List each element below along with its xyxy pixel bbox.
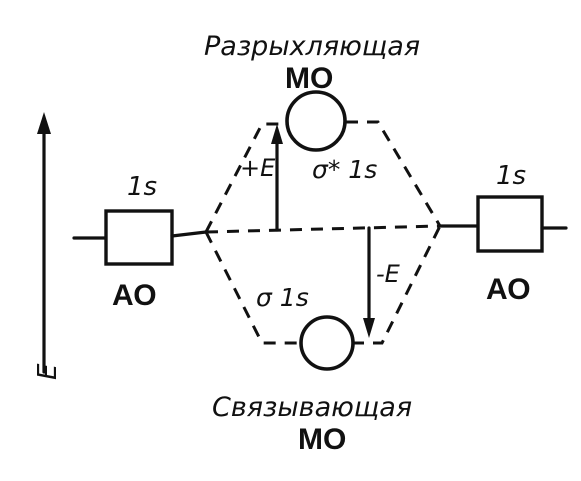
- bonding-mo-label: σ 1s: [256, 283, 309, 312]
- right-ao-orbital-label: 1s: [496, 161, 526, 191]
- ao-level-line: [205, 224, 441, 234]
- bonding-mo: σ 1s Связывающая МО: [212, 283, 412, 456]
- bonding-to-right-line: [352, 225, 442, 345]
- antibonding-to-right-line: [346, 120, 442, 227]
- bonding-mo-caption: Связывающая: [212, 392, 412, 423]
- energy-up-arrowhead: [271, 124, 283, 144]
- energy-axis: E: [33, 112, 63, 380]
- right-atomic-orbital: 1s АО: [438, 161, 568, 306]
- energy-down-label: -E: [376, 260, 401, 288]
- energy-up-label: +E: [240, 154, 276, 182]
- antibonding-mo-label: σ* 1s: [312, 155, 377, 184]
- antibonding-mo-caption: Разрыхляющая: [204, 31, 420, 62]
- left-ao-connector: [170, 230, 208, 238]
- correlation-lines: [204, 120, 442, 345]
- energy-down-arrowhead: [363, 318, 375, 338]
- energy-axis-label: E: [33, 363, 63, 380]
- energy-up-arrow: +E: [240, 124, 283, 232]
- bonding-mo-abbrev: МО: [298, 423, 346, 456]
- left-to-bonding-line: [204, 231, 302, 345]
- left-ao-abbrev: АО: [112, 279, 157, 312]
- right-ao-box: [476, 195, 544, 253]
- left-ao-orbital-label: 1s: [127, 172, 157, 202]
- left-atomic-orbital: 1s АО: [72, 172, 208, 312]
- antibonding-mo: Разрыхляющая МО σ* 1s: [204, 31, 420, 184]
- antibonding-mo-abbrev: МО: [285, 62, 333, 95]
- energy-down-arrow: -E: [363, 226, 401, 338]
- right-ao-abbrev: АО: [486, 273, 531, 306]
- energy-axis-arrowhead: [37, 112, 51, 134]
- antibonding-mo-circle: [285, 90, 347, 152]
- left-ao-box: [104, 209, 174, 266]
- left-to-antibonding-line: [204, 122, 286, 233]
- bonding-mo-circle: [299, 315, 355, 371]
